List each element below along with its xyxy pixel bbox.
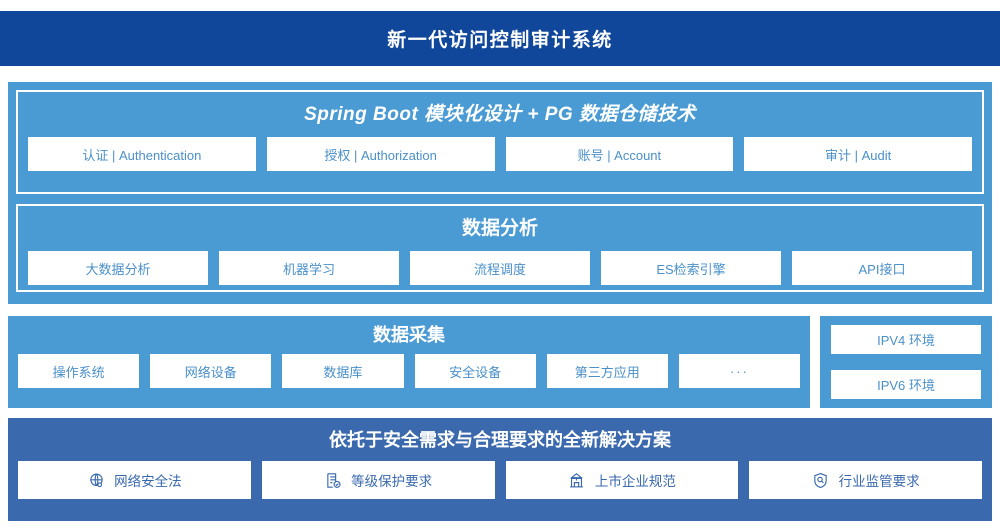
solution-chip-label: 等级保护要求 bbox=[351, 474, 433, 489]
collection-chip-database[interactable]: 数据库 bbox=[282, 354, 404, 388]
analysis-chip-row: 大数据分析 机器学习 流程调度 ES检索引擎 API接口 bbox=[28, 251, 972, 285]
analysis-chip-machine-learning[interactable]: 机器学习 bbox=[219, 251, 399, 285]
page-header: 新一代访问控制审计系统 bbox=[0, 11, 1000, 66]
modules-group-title: Spring Boot 模块化设计 + PG 数据仓储技术 bbox=[304, 104, 696, 125]
application-platform-panel: Spring Boot 模块化设计 + PG 数据仓储技术 认证 | Authe… bbox=[8, 82, 992, 304]
analysis-group: 数据分析 大数据分析 机器学习 流程调度 ES检索引擎 API接口 bbox=[16, 204, 984, 292]
data-collection-panel: 数据采集 操作系统 网络设备 数据库 安全设备 第三方应用 ··· bbox=[8, 316, 810, 408]
module-chip-account[interactable]: 账号 | Account bbox=[505, 137, 734, 171]
solution-chip-graded-protection[interactable]: 等级保护要求 bbox=[261, 461, 495, 499]
module-chip-audit[interactable]: 审计 | Audit bbox=[744, 137, 972, 171]
solution-chip-label: 上市企业规范 bbox=[594, 474, 676, 489]
solution-chip-listed-enterprise[interactable]: 上市企业规范 bbox=[505, 461, 739, 499]
collection-row: 数据采集 操作系统 网络设备 数据库 安全设备 第三方应用 ··· IPV4 环… bbox=[8, 316, 992, 408]
collection-chip-third-party-app[interactable]: 第三方应用 bbox=[546, 354, 668, 388]
collection-chip-operating-system[interactable]: 操作系统 bbox=[18, 354, 140, 388]
solution-chip-label: 行业监管要求 bbox=[838, 474, 920, 489]
module-chip-authentication[interactable]: 认证 | Authentication bbox=[28, 137, 256, 171]
solution-chip-industry-regulation[interactable]: 行业监管要求 bbox=[749, 461, 982, 499]
analysis-chip-process-scheduling[interactable]: 流程调度 bbox=[410, 251, 590, 285]
collection-group-title: 数据采集 bbox=[373, 325, 445, 345]
modules-group: Spring Boot 模块化设计 + PG 数据仓储技术 认证 | Authe… bbox=[16, 90, 984, 194]
page-title: 新一代访问控制审计系统 bbox=[387, 30, 613, 51]
document-check-icon bbox=[324, 471, 342, 489]
solution-chip-cybersecurity-law[interactable]: 网络安全法 bbox=[18, 461, 251, 499]
collection-chip-security-device[interactable]: 安全设备 bbox=[414, 354, 536, 388]
solution-group-title: 依托于安全需求与合理要求的全新解决方案 bbox=[329, 430, 671, 450]
analysis-chip-es-search[interactable]: ES检索引擎 bbox=[601, 251, 781, 285]
environment-chip-ipv6[interactable]: IPV6 环境 bbox=[831, 370, 981, 399]
shield-search-icon bbox=[812, 471, 830, 489]
bank-building-icon bbox=[568, 471, 586, 489]
collection-chip-more[interactable]: ··· bbox=[678, 354, 801, 388]
solution-panel: 依托于安全需求与合理要求的全新解决方案 网络安全法 bbox=[8, 418, 992, 521]
environment-panel: IPV4 环境 IPV6 环境 bbox=[820, 316, 992, 408]
environment-chip-ipv4[interactable]: IPV4 环境 bbox=[831, 325, 981, 354]
analysis-group-title: 数据分析 bbox=[461, 218, 538, 239]
solution-chip-label: 网络安全法 bbox=[114, 474, 182, 489]
analysis-chip-bigdata[interactable]: 大数据分析 bbox=[28, 251, 208, 285]
module-chip-authorization[interactable]: 授权 | Authorization bbox=[266, 137, 495, 171]
globe-network-icon bbox=[87, 471, 105, 489]
analysis-chip-api[interactable]: API接口 bbox=[792, 251, 972, 285]
collection-chip-row: 操作系统 网络设备 数据库 安全设备 第三方应用 ··· bbox=[18, 354, 801, 388]
solution-chip-row: 网络安全法 等级保护要求 bbox=[18, 461, 982, 499]
modules-chip-row: 认证 | Authentication 授权 | Authorization 账… bbox=[28, 137, 972, 171]
collection-chip-network-device[interactable]: 网络设备 bbox=[150, 354, 272, 388]
